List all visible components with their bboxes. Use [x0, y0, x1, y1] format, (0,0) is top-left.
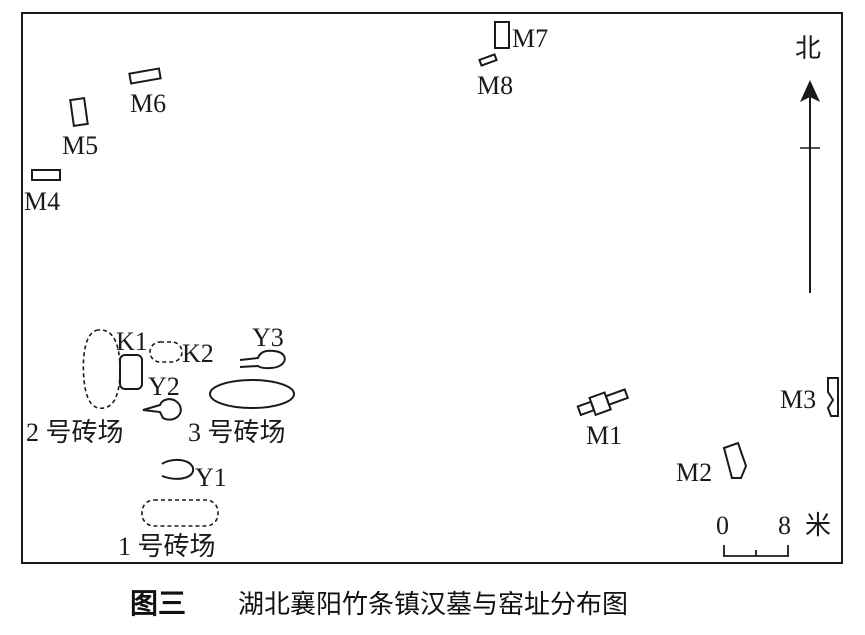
figure-number: 图三: [130, 587, 186, 620]
kiln-y1-label: Y1: [195, 463, 227, 492]
tomb-m8-outline: [478, 53, 498, 67]
pit-k1-outline: [119, 354, 143, 390]
pit-k2-outline: [149, 341, 183, 363]
scale-unit-label: 米: [805, 511, 831, 540]
tomb-m7-outline: [494, 21, 510, 49]
tomb-m6-outline: [128, 67, 162, 85]
brickyard-1-outline: [141, 499, 219, 527]
scale-start-label: 0: [716, 511, 729, 540]
brickyard-1-label: 1 号砖场: [118, 532, 216, 561]
tomb-m4-outline: [31, 169, 61, 181]
tomb-m4-label: M4: [24, 187, 60, 216]
kiln-y1-outline: [161, 458, 195, 480]
scale-bar: 0 8 米: [716, 511, 831, 557]
brickyard-2-outline: [82, 329, 121, 409]
tomb-m1-outline: [576, 388, 630, 417]
tomb-m5-outline: [69, 97, 89, 127]
brickyard-3-label: 3 号砖场: [188, 418, 286, 447]
kiln-y2-outline: [142, 398, 182, 421]
figure-title: 湖北襄阳竹条镇汉墓与窑址分布图: [238, 590, 628, 620]
map-border: [21, 12, 843, 564]
tomb-m2-label: M2: [676, 458, 712, 487]
kiln-y3-label: Y3: [252, 323, 284, 352]
scale-bar-line: [723, 545, 789, 557]
north-label: 北: [795, 34, 821, 63]
scale-end-label: 8: [778, 511, 791, 540]
pit-k2-label: K2: [182, 339, 214, 368]
tomb-m1-label: M1: [586, 421, 622, 450]
tomb-m6-label: M6: [130, 89, 166, 118]
kiln-y3-outline: [239, 349, 286, 370]
tomb-m7-label: M7: [512, 24, 548, 53]
tomb-m3-label: M3: [780, 385, 816, 414]
tomb-m3-outline: [826, 377, 839, 417]
kiln-y2-label: Y2: [148, 372, 180, 401]
tomb-m5-label: M5: [62, 131, 98, 160]
brickyard-3-outline: [209, 379, 295, 409]
tomb-m2-outline: [722, 441, 748, 479]
north-arrow: 北: [795, 34, 821, 293]
brickyard-2-label: 2 号砖场: [26, 418, 124, 447]
pit-k1-label: K1: [116, 327, 148, 356]
north-arrow-head-icon: [800, 80, 820, 102]
tomb-m8-label: M8: [477, 71, 513, 100]
